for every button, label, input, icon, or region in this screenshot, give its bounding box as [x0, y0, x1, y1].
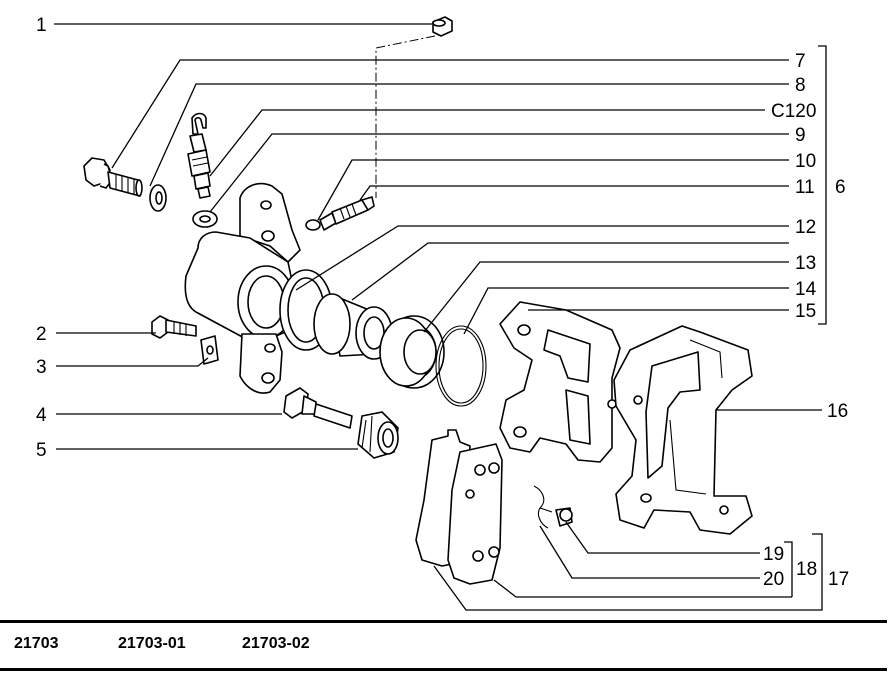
part-18-pad-front	[447, 443, 503, 585]
callout-11: 11	[795, 177, 815, 198]
callout-3: 3	[36, 357, 47, 378]
part-14-dust-boot	[379, 315, 445, 389]
part-3-clip	[200, 335, 219, 365]
part-19-screw	[555, 507, 573, 527]
callout-6: 6	[835, 177, 846, 198]
callout-labels: 1 7 8 C120 9 10 11 6 12 13 14 15 16 2 3 …	[36, 15, 849, 590]
callout-14: 14	[795, 279, 817, 300]
callout-9: 9	[795, 125, 806, 146]
part-8-washer	[149, 184, 167, 212]
callout-5: 5	[36, 440, 47, 461]
part-6-caliper-body	[184, 182, 301, 394]
part-c120-hose-fitting	[187, 112, 211, 199]
callout-15: 15	[795, 301, 816, 322]
callout-13: 13	[795, 253, 816, 274]
callout-c120: C120	[771, 101, 816, 122]
part-15-bracket	[499, 301, 621, 463]
brake-caliper-exploded-diagram: 1 7 8 C120 9 10 11 6 12 13 14 15 16 2 3 …	[36, 15, 849, 611]
part-1-bleed-cap	[432, 16, 453, 37]
part-2-bolt	[151, 315, 197, 339]
footer-code-2: 21703-01	[118, 635, 186, 652]
callout-1: 1	[36, 15, 47, 36]
part-16-carrier	[613, 325, 753, 535]
part-9-washer	[192, 210, 218, 228]
callout-16: 16	[827, 401, 848, 422]
callout-8: 8	[795, 75, 806, 96]
callout-7: 7	[795, 51, 806, 72]
part-5-bushing	[357, 411, 399, 459]
part-20-spring-clip	[533, 485, 553, 529]
part-15-ring	[435, 325, 487, 407]
callout-2: 2	[36, 324, 47, 345]
axis-line	[375, 35, 436, 198]
part-10-11-bleed-screw	[305, 196, 375, 231]
footer-code-3: 21703-02	[242, 635, 310, 652]
callout-20: 20	[763, 569, 784, 590]
callout-12: 12	[795, 217, 816, 238]
part-4-guide-pin	[283, 387, 353, 429]
part-7-bolt	[83, 157, 143, 197]
callout-10: 10	[795, 151, 816, 172]
callout-18: 18	[796, 559, 817, 580]
callout-19: 19	[763, 544, 784, 565]
footer-code-bar: 21703 21703-01 21703-02	[0, 620, 887, 671]
callout-4: 4	[36, 405, 47, 426]
callout-17: 17	[828, 569, 849, 590]
footer-code-1: 21703	[14, 635, 59, 652]
leader-lines	[54, 23, 827, 611]
